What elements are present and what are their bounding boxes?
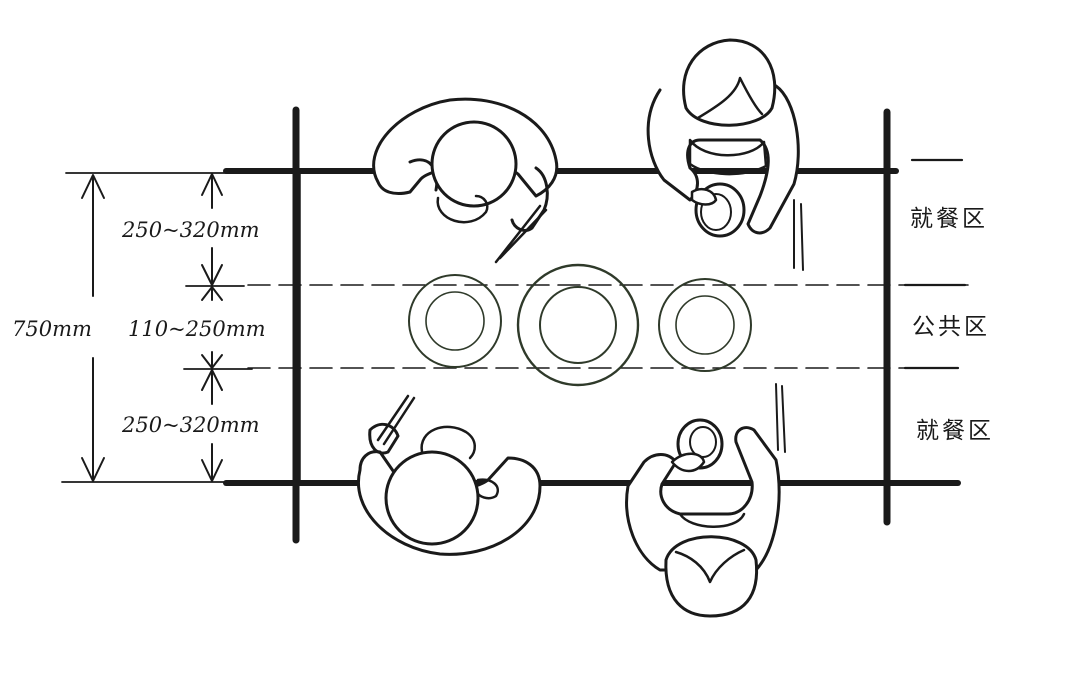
diner-top-right-collar bbox=[688, 138, 768, 176]
arrow-bottom-segment-bottom bbox=[201, 459, 223, 482]
dimension-labels: 750mm 250~320mm 110~250mm 250~320mm bbox=[12, 218, 266, 437]
zone-label-middle: 公共区 bbox=[912, 314, 990, 340]
diner-top-right-head bbox=[682, 38, 777, 127]
shared-plate-right bbox=[658, 278, 752, 372]
chopstick-bottom-right-a bbox=[775, 383, 779, 451]
diner-top-right-bowl-rim bbox=[700, 193, 732, 231]
chopstick-bottom-right-b bbox=[781, 385, 786, 453]
diner-bottom-left-right-arm bbox=[368, 422, 400, 455]
table bbox=[223, 106, 961, 544]
diner-bottom-right-hair-part bbox=[674, 548, 746, 584]
diner-bottom-left bbox=[357, 394, 542, 556]
chopstick-bottom-left-b bbox=[382, 396, 416, 446]
diner-bottom-right-bowl-rim bbox=[689, 426, 717, 458]
arrow-bottom-segment-top bbox=[201, 369, 223, 391]
dimension-label-middle: 110~250mm bbox=[128, 317, 266, 341]
dimension-label-bottom: 250~320mm bbox=[121, 413, 260, 437]
zone-labels: 就餐区 公共区 就餐区 bbox=[910, 206, 994, 444]
dimension-lines bbox=[61, 172, 297, 483]
shared-plate-center bbox=[516, 263, 640, 387]
diner-bottom-right-hand bbox=[670, 452, 706, 473]
arrow-top-segment-bottom bbox=[201, 264, 223, 286]
diner-bottom-right-head bbox=[664, 535, 759, 618]
arrow-total-top bbox=[81, 174, 105, 199]
diner-top-right-hair-part bbox=[696, 76, 764, 120]
dimension-label-total: 750mm bbox=[12, 317, 92, 341]
diner-bottom-left-head bbox=[384, 450, 480, 546]
diner-bottom-left-hand-bowl bbox=[420, 425, 476, 460]
chopstick-top-left-b bbox=[498, 208, 548, 260]
arrow-top-segment-top bbox=[201, 173, 223, 196]
zone-dividers bbox=[247, 158, 969, 370]
diner-top-left-head bbox=[430, 120, 518, 208]
shared-dishes bbox=[408, 263, 752, 387]
diner-top-right bbox=[646, 38, 804, 271]
diner-bottom-right-collar bbox=[678, 512, 746, 528]
diner-bottom-right-body bbox=[625, 426, 781, 572]
diner-top-left bbox=[372, 97, 559, 264]
diner-top-right-hand bbox=[690, 188, 718, 206]
zone-label-top: 就餐区 bbox=[910, 206, 988, 232]
chopstick-top-right-b bbox=[800, 203, 804, 271]
zone-label-bottom: 就餐区 bbox=[916, 418, 994, 444]
diner-top-left-hand-bowl bbox=[436, 194, 489, 224]
shared-plate-left bbox=[408, 274, 502, 368]
arrow-total-bottom bbox=[81, 457, 105, 482]
diner-top-right-body bbox=[646, 84, 800, 235]
dimension-label-top: 250~320mm bbox=[121, 218, 260, 242]
diner-bottom-left-ear bbox=[476, 478, 499, 500]
chopstick-bottom-left-a bbox=[376, 394, 410, 442]
chopstick-top-left-a bbox=[494, 204, 542, 264]
diner-bottom-right bbox=[625, 383, 786, 618]
